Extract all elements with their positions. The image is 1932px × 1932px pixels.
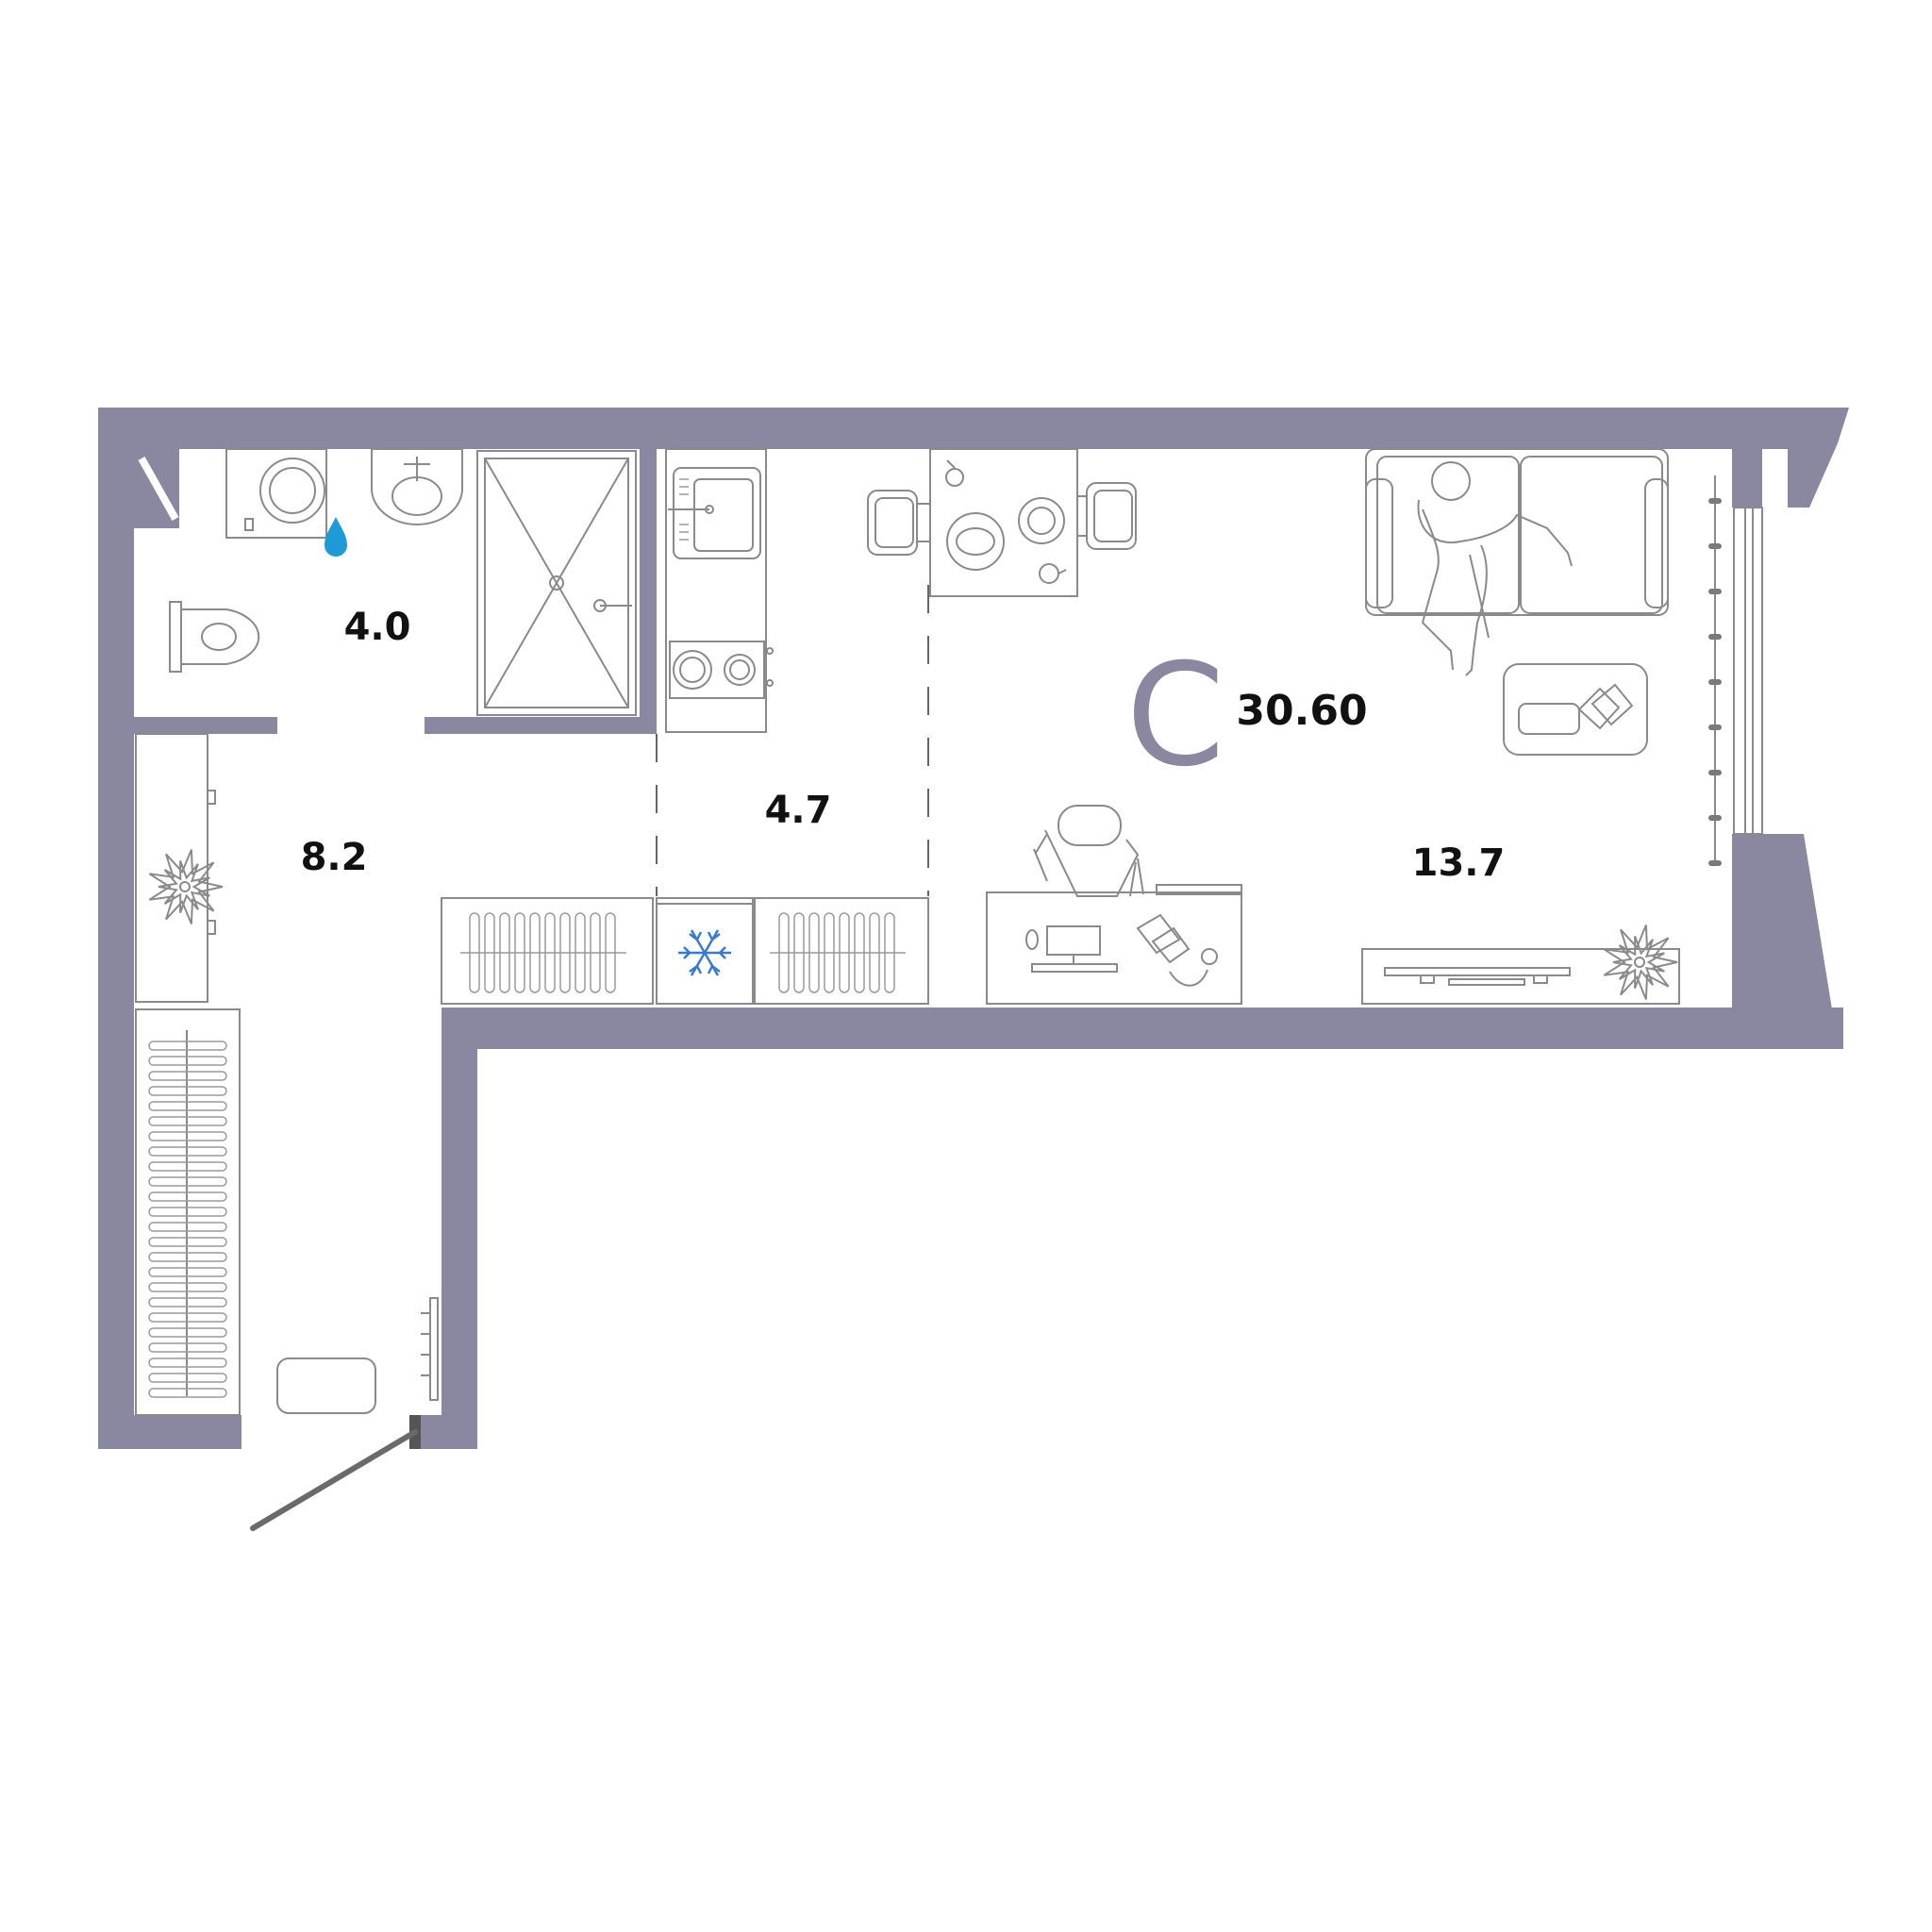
wall-top-right-cap: [1788, 408, 1849, 508]
sofa: [1365, 448, 1669, 616]
kitchen-counter-bottom: [441, 897, 929, 1005]
coat-hooks: [421, 1297, 439, 1401]
wall-hall-right: [441, 1049, 477, 1449]
tv-stand: [1361, 948, 1680, 1005]
curtain-rings: [1708, 498, 1722, 866]
room-area-kitchen: 4.7: [765, 789, 832, 832]
walls: [98, 408, 1849, 1449]
kitchen-counter-top: [665, 448, 767, 733]
wall-bath-bottom-right: [425, 717, 656, 734]
bathroom: [138, 448, 637, 716]
wall-left: [98, 408, 134, 1449]
person-icon: [1417, 461, 1573, 676]
cooktop-icon: [669, 641, 774, 699]
wall-bath-right: [640, 449, 657, 734]
office-chair: [1033, 805, 1144, 897]
apartment-type-letter: С: [1126, 634, 1225, 798]
kitchen-zone-divider: [656, 585, 929, 896]
dining-table: [929, 448, 1078, 597]
sink-icon: [371, 448, 463, 525]
toilet-icon: [169, 601, 260, 673]
water-drop-icon: [325, 517, 347, 557]
room-area-bathroom: 4.0: [344, 606, 411, 649]
wall-bath-bottom-left: [98, 717, 277, 734]
wardrobe-lower: [135, 1008, 241, 1416]
hallway: [135, 733, 439, 1416]
plant-icon: [1603, 924, 1678, 1000]
kitchen-sink-icon: [668, 467, 761, 559]
snowflake-icon: [678, 929, 731, 976]
dining-chair-left: [867, 490, 930, 556]
shower-icon: [476, 450, 637, 716]
dining-chair-right: [1077, 482, 1137, 550]
wall-hall-bottom: [98, 1415, 242, 1449]
wall-top: [98, 408, 1832, 449]
plant-icon: [148, 849, 224, 924]
doormat: [276, 1357, 376, 1414]
desk: [986, 884, 1242, 1005]
room-area-hallway: 8.2: [301, 836, 368, 879]
wall-right-lower: [1732, 834, 1832, 1009]
clothes-hangers: [148, 1041, 227, 1398]
wall-bottom: [441, 1008, 1843, 1049]
window: [1733, 507, 1763, 835]
wall-right-upper: [1732, 449, 1762, 508]
apartment-total-area: 30.60: [1236, 687, 1367, 735]
coffee-table: [1503, 663, 1648, 756]
room-area-living-room: 13.7: [1412, 841, 1506, 885]
cabinet-hatch: [460, 912, 626, 993]
cabinet-hatch: [770, 912, 906, 993]
wall-hall-right-stub: [415, 1415, 477, 1449]
washing-machine-icon: [225, 448, 327, 539]
wardrobe-upper: [135, 733, 216, 1003]
kitchen: [441, 448, 1137, 1005]
entrance-door[interactable]: [250, 1415, 421, 1531]
living-room: [986, 448, 1722, 1005]
